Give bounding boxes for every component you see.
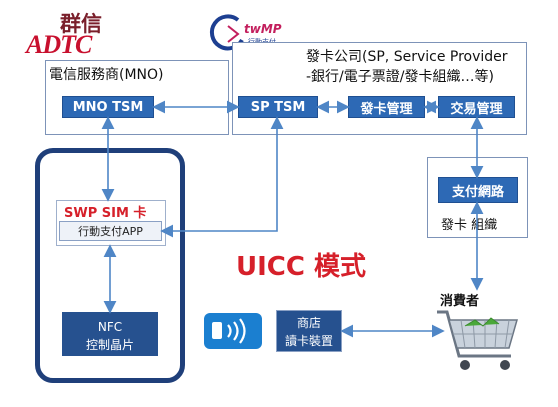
contactless-waves-icon — [212, 318, 246, 344]
nfc-chip-box: NFC 控制晶片 — [62, 312, 158, 356]
store-reader-box: 商店 讀卡裝置 — [276, 310, 342, 352]
mno-title: 電信服務商(MNO) — [49, 67, 164, 83]
swp-sim-label: SWP SIM 卡 — [64, 206, 147, 221]
consumer-label: 消費者 — [440, 294, 480, 309]
twmp-logo-text: twMP — [244, 22, 282, 36]
nfc-chip-line1: NFC — [97, 320, 123, 334]
uicc-mode-title: UICC 模式 — [236, 252, 367, 282]
sp-title-line2: -銀行/電子票證/發卡組織…等) — [306, 69, 494, 85]
shopping-cart-icon — [437, 310, 518, 370]
store-reader-line1: 商店 — [296, 316, 321, 330]
card-management-box: 發卡管理 — [348, 96, 425, 118]
store-reader-line2: 讀卡裝置 — [284, 334, 333, 348]
mobile-payment-app-box: 行動支付APP — [59, 221, 162, 241]
arrow-sp-tsm-to-app — [160, 116, 284, 238]
adtc-logo-text: 群信 — [60, 12, 102, 36]
contactless-payment-icon — [204, 313, 262, 349]
adtc-logo: 群信 ADTC — [26, 8, 121, 64]
nfc-chip-line2: 控制晶片 — [85, 338, 134, 352]
transaction-management-box: 交易管理 — [438, 96, 515, 118]
sp-title-line1: 發卡公司(SP, Service Provider — [306, 49, 508, 65]
adtc-logo-letters: ADTC — [26, 30, 92, 59]
